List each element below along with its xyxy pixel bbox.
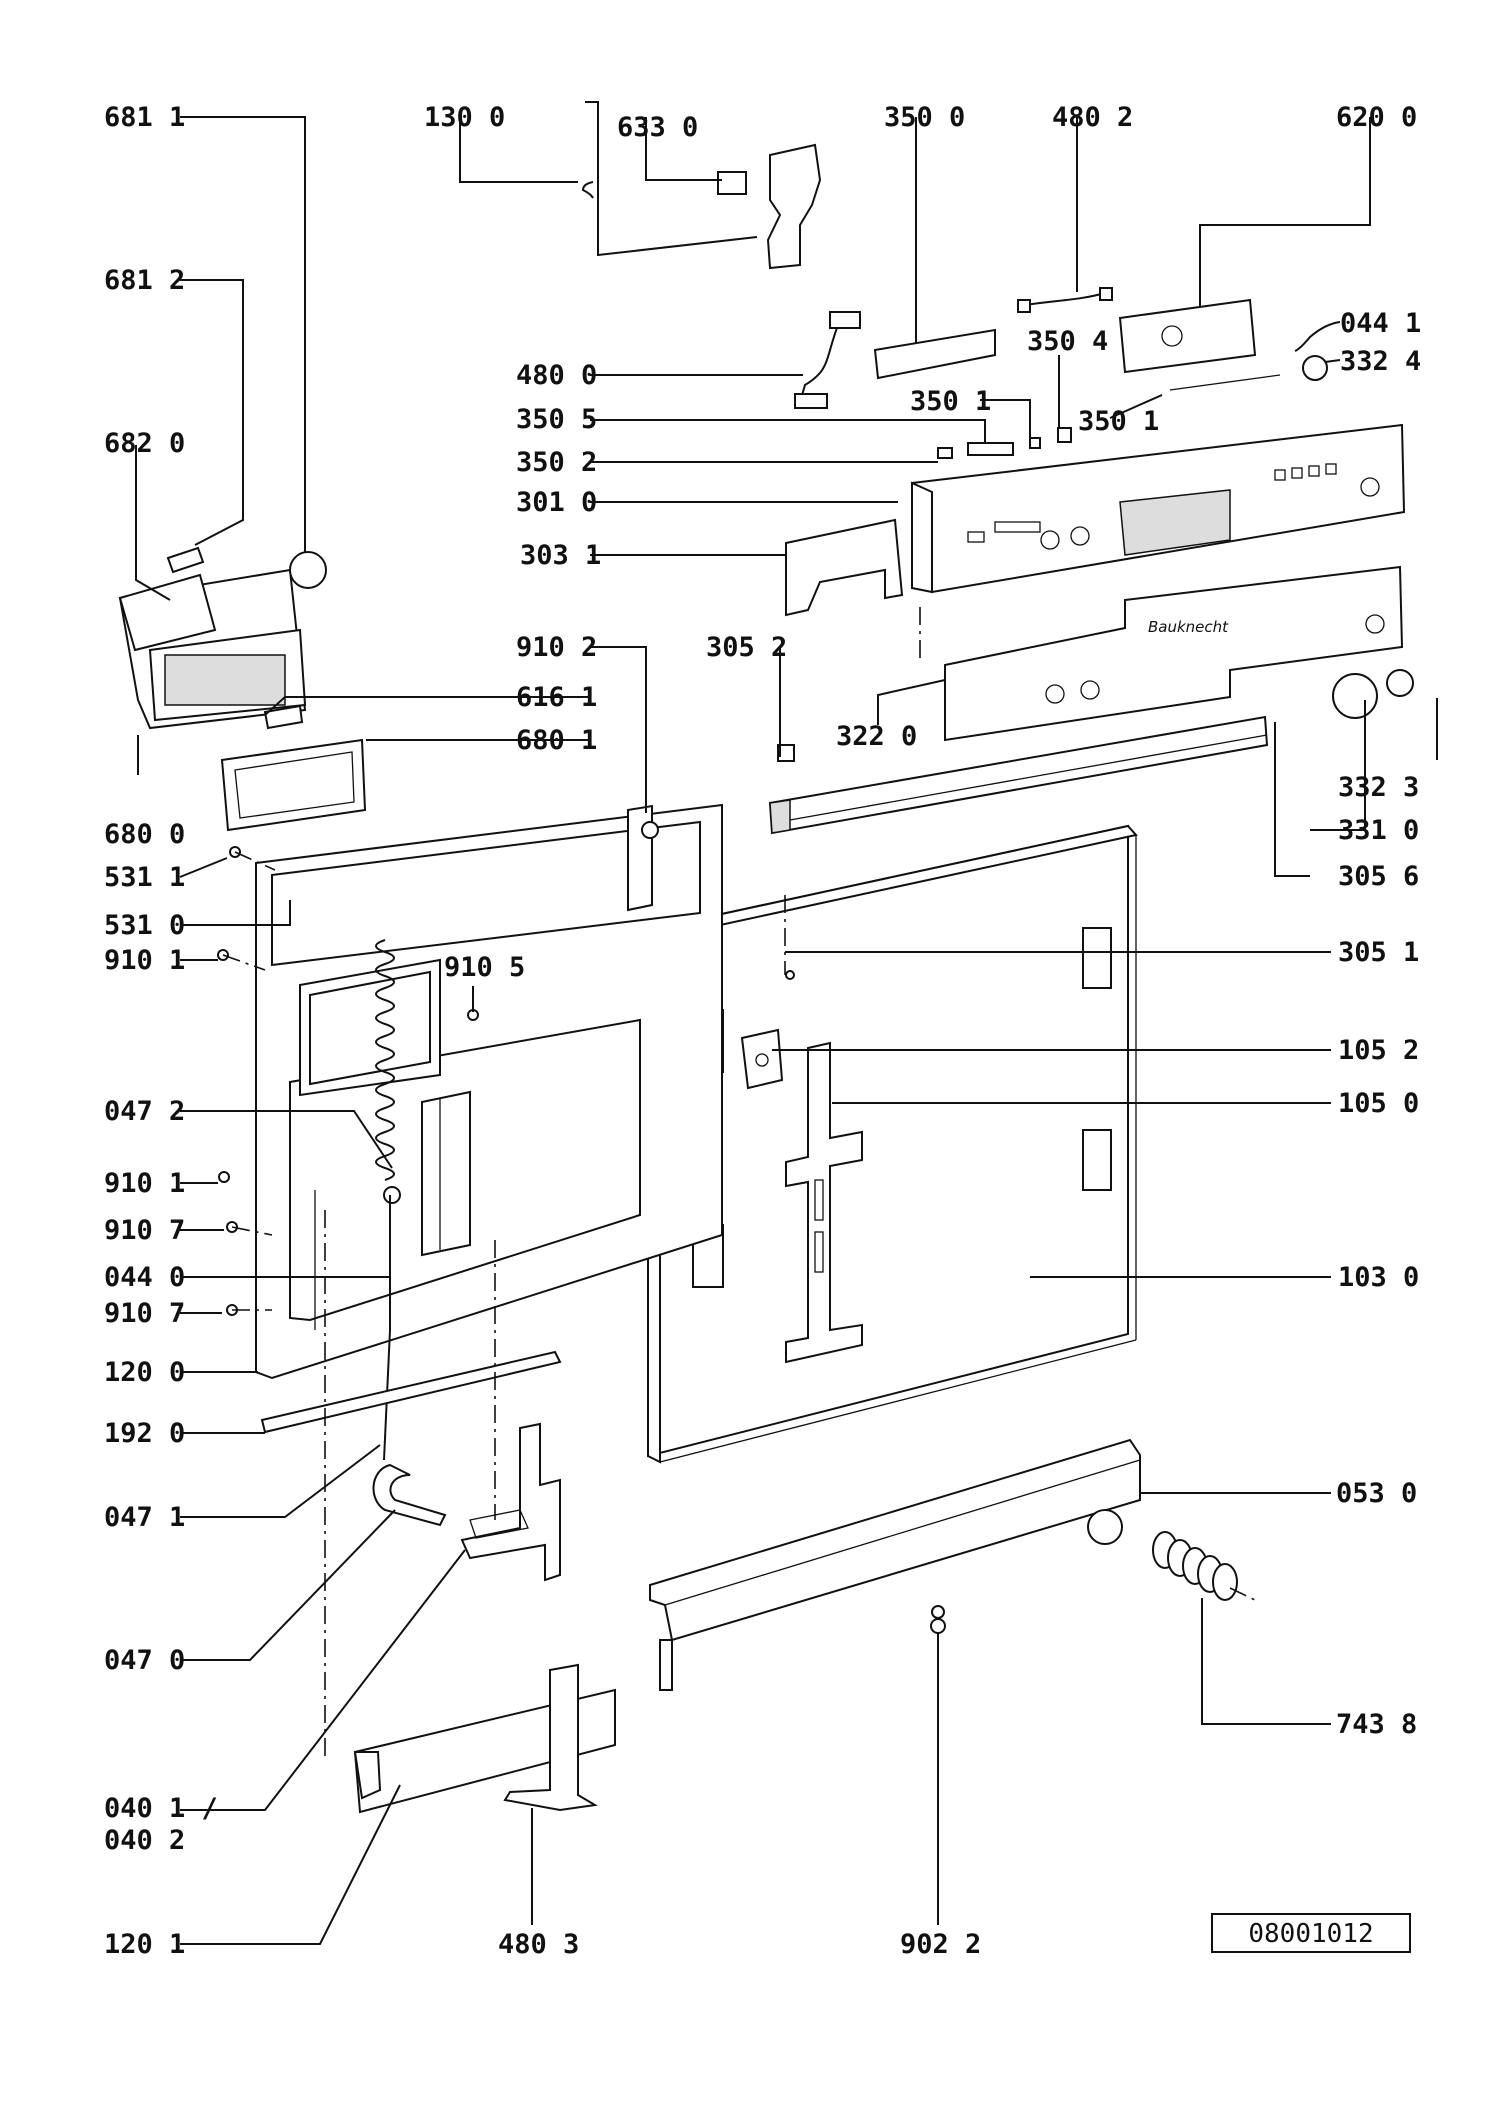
label-616-1: 616 1 <box>516 682 597 713</box>
label-192-0: 192 0 <box>104 1418 185 1449</box>
door-spring <box>375 939 401 1461</box>
control-panel <box>910 423 1406 594</box>
label-332-4: 332 4 <box>1340 346 1421 377</box>
label-331-0: 331 0 <box>1338 815 1419 846</box>
label-105-2: 105 2 <box>1338 1035 1419 1066</box>
electronic-module <box>1118 298 1257 374</box>
label-681-2: 681 2 <box>104 265 185 296</box>
label-053-0: 053 0 <box>1336 1478 1417 1509</box>
label-350-5: 350 5 <box>516 404 597 435</box>
label-305-2: 305 2 <box>706 632 787 663</box>
label-305-1: 305 1 <box>1338 937 1419 968</box>
label-682-0: 682 0 <box>104 428 185 459</box>
label-743-8: 743 8 <box>1336 1709 1417 1740</box>
hinge-bracket <box>460 1422 561 1582</box>
label-633-0: 633 0 <box>617 112 698 143</box>
drawing-number: 08001012 <box>1248 1919 1373 1949</box>
bracket-part <box>740 1028 784 1090</box>
label-620-0: 620 0 <box>1336 102 1417 133</box>
label-044-0: 044 0 <box>104 1262 185 1293</box>
label-350-1-right: 350 1 <box>1078 406 1159 437</box>
label-350-4: 350 4 <box>1027 326 1108 357</box>
label-350-1-top: 350 1 <box>910 386 991 417</box>
label-322-0: 322 0 <box>836 721 917 752</box>
dispenser-seal <box>220 738 367 832</box>
clip-part <box>263 704 304 730</box>
drawing-number-box: 08001012 <box>1211 1913 1411 1953</box>
label-040-1: 040 1 / <box>104 1793 218 1824</box>
wire-harness <box>799 324 839 403</box>
inner-door-frame <box>255 803 723 1380</box>
label-047-0: 047 0 <box>104 1645 185 1676</box>
label-103-0: 103 0 <box>1338 1262 1419 1293</box>
bottom-plinth <box>649 1438 1141 1691</box>
label-480-0: 480 0 <box>516 360 597 391</box>
label-305-6: 305 6 <box>1338 861 1419 892</box>
module-housing <box>873 328 996 380</box>
label-047-1: 047 1 <box>104 1502 185 1533</box>
label-350-0: 350 0 <box>884 102 965 133</box>
rinse-cap <box>289 551 327 589</box>
label-480-2: 480 2 <box>1052 102 1133 133</box>
knob-parts <box>1302 355 1414 719</box>
bottom-rail-part <box>260 1350 562 1434</box>
guide-part <box>503 1663 598 1812</box>
label-130-0: 130 0 <box>424 102 505 133</box>
door-lock-part <box>717 143 822 270</box>
cable-part <box>1024 292 1106 306</box>
hinge-hook <box>372 1463 447 1527</box>
label-044-1: 044 1 <box>1340 308 1421 339</box>
label-910-7-bottom: 910 7 <box>104 1298 185 1329</box>
screw-part <box>930 1605 946 1634</box>
profile-bar <box>768 715 1269 835</box>
front-display-panel: Bauknecht <box>944 565 1404 742</box>
dispenser-cover-part <box>785 518 904 617</box>
dispenser-unit <box>118 568 307 730</box>
label-303-1: 303 1 <box>520 540 601 571</box>
label-105-0: 105 0 <box>1338 1088 1419 1119</box>
fixing-parts <box>217 744 795 1316</box>
label-681-1: 681 1 <box>104 102 185 133</box>
label-531-0: 531 0 <box>104 910 185 941</box>
part-shapes: Bauknecht <box>118 143 1414 1814</box>
label-047-2: 047 2 <box>104 1096 185 1127</box>
switch-parts <box>937 374 1281 459</box>
label-120-0: 120 0 <box>104 1357 185 1388</box>
dispenser-lid <box>166 546 205 574</box>
part-number-labels: 681 1 130 0 633 0 350 0 480 2 620 0 681 … <box>104 102 1421 1960</box>
mounting-rail <box>785 1041 863 1364</box>
connector-part <box>829 311 861 329</box>
label-332-3: 332 3 <box>1338 772 1419 803</box>
assembly-lines <box>222 607 1256 1760</box>
label-680-1: 680 1 <box>516 725 597 756</box>
label-910-7-top: 910 7 <box>104 1215 185 1246</box>
label-040-2: 040 2 <box>104 1825 185 1856</box>
label-480-3: 480 3 <box>498 1929 579 1960</box>
label-910-2: 910 2 <box>516 632 597 663</box>
label-350-2: 350 2 <box>516 447 597 478</box>
coil-spring <box>1152 1531 1238 1601</box>
label-910-1-top: 910 1 <box>104 945 185 976</box>
label-910-1-bottom: 910 1 <box>104 1168 185 1199</box>
label-531-1: 531 1 <box>104 862 185 893</box>
label-910-5: 910 5 <box>444 952 525 983</box>
label-301-0: 301 0 <box>516 487 597 518</box>
leader-lines <box>135 101 1438 1945</box>
label-680-0: 680 0 <box>104 819 185 850</box>
label-120-1: 120 1 <box>104 1929 185 1960</box>
brand-logo-text: Bauknecht <box>1148 618 1229 636</box>
label-902-2: 902 2 <box>900 1929 981 1960</box>
